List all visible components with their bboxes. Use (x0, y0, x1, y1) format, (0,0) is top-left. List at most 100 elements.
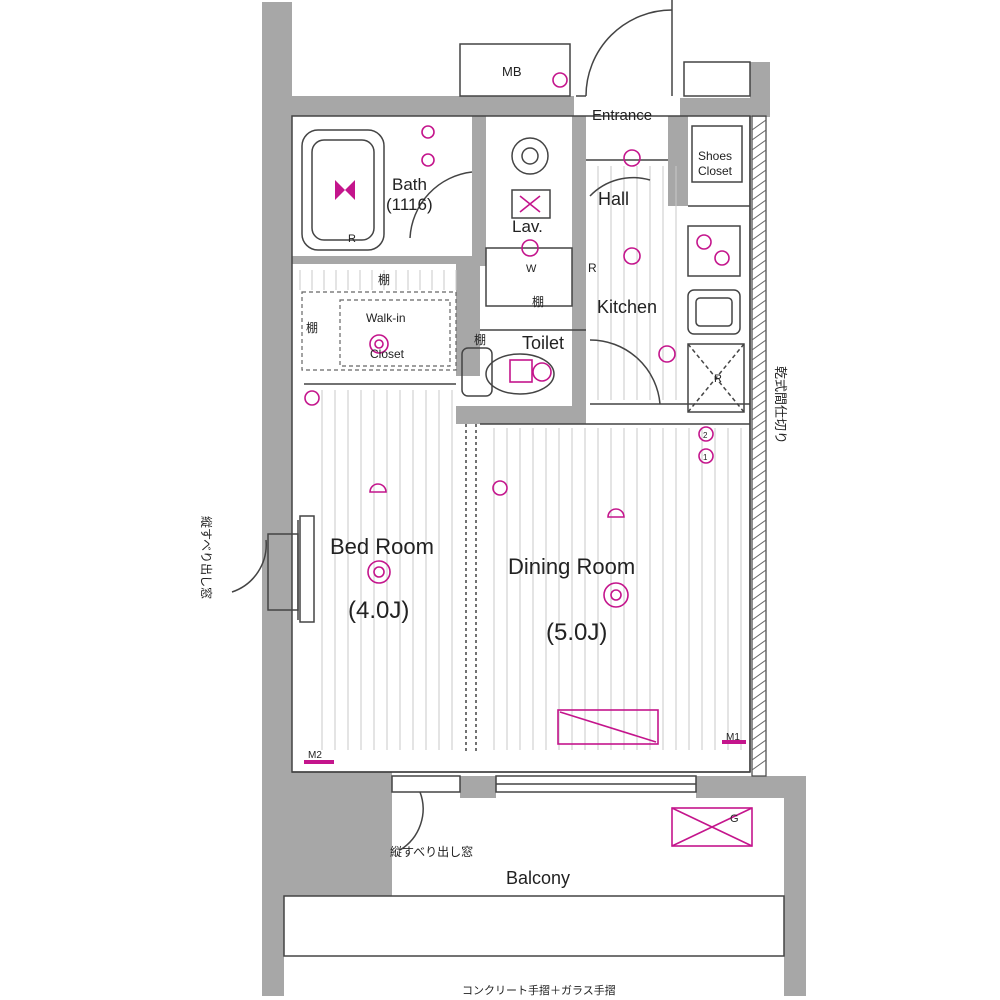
outlet-bar-icon (304, 760, 334, 764)
hatch-line (751, 379, 767, 391)
lavatory-sink (511, 137, 551, 219)
shoes-label: Shoes (698, 149, 732, 163)
walkin-label: Walk-in (366, 311, 406, 325)
hatch-line (751, 459, 767, 471)
r-marker-fridge: R (714, 373, 722, 385)
outlet-bar-icon (722, 740, 746, 744)
hatch-line (751, 269, 767, 281)
light-icon (623, 247, 641, 265)
outlet-icon (369, 483, 387, 493)
two-marker: 2 (703, 431, 708, 440)
south-east-wall (696, 776, 806, 798)
bed-room-label: Bed Room (330, 534, 434, 559)
hatch-line (751, 739, 767, 751)
burner-icon (714, 250, 730, 266)
one-marker: 1 (703, 453, 708, 462)
south-mid-wall (460, 776, 496, 798)
hatch-line (751, 469, 767, 481)
gas-heater-box (671, 807, 753, 847)
hatch-line (751, 229, 767, 241)
burner-icon (696, 234, 712, 250)
labels: Entrance Shoes Closet Bath (1116) Lav. W… (306, 107, 740, 997)
interior-outlines (291, 115, 767, 777)
switch-icon (492, 480, 508, 496)
walkin-shelf-line (301, 291, 457, 371)
ceiling-light-icon (373, 566, 385, 578)
north-wall-west (262, 96, 574, 116)
hatch-line (751, 699, 767, 711)
hatch-line (751, 569, 767, 581)
hatch-line (751, 719, 767, 731)
hatch-line (751, 219, 767, 231)
kitchen-sink (687, 289, 741, 335)
bath-vent-icon (335, 180, 355, 200)
hatch-line (751, 669, 767, 681)
hatch-line (751, 529, 767, 541)
hatch-line (751, 359, 767, 371)
hatch-line (751, 709, 767, 721)
hatch-line (751, 209, 767, 221)
hatch-line (751, 649, 767, 661)
ceiling-light-icon (603, 582, 629, 608)
fridge-space (687, 343, 745, 413)
hatch-line (751, 749, 767, 761)
toilet-vent-icon (509, 359, 533, 383)
bedroom-side-window (231, 520, 299, 620)
hatch-line (751, 429, 767, 441)
bed-size-label: (4.0J) (348, 597, 409, 624)
toilet-label: Toilet (522, 333, 564, 353)
light-icon (623, 149, 641, 167)
light-icon (521, 239, 539, 257)
hatch-line (751, 479, 767, 491)
hatch-line (751, 639, 767, 651)
balcony-label: Balcony (506, 868, 570, 888)
hall-label: Hall (598, 189, 629, 209)
hatch-line (751, 519, 767, 531)
hatch-line (751, 369, 767, 381)
partition-note: 乾式間仕切り (773, 366, 788, 444)
hatch-line (751, 409, 767, 421)
hatch-line (751, 499, 767, 511)
hatch-line (751, 399, 767, 411)
hatch-line (751, 589, 767, 601)
light-icon (532, 362, 552, 382)
toilet-south-wall (456, 406, 586, 424)
closet-label: Closet (698, 164, 733, 178)
hatch-line (751, 629, 767, 641)
hatch-line (751, 319, 767, 331)
switch-icon (552, 72, 568, 88)
hatch-line (751, 489, 767, 501)
hatch-line (751, 159, 767, 171)
light-icon (374, 339, 384, 349)
mb-box (459, 43, 571, 97)
hatch-line (751, 299, 767, 311)
outlet-icon (607, 508, 625, 518)
hatch-line (751, 309, 767, 321)
toilet-fixture (461, 347, 555, 397)
hatch-line (751, 419, 767, 431)
hatch-line (751, 169, 767, 181)
entrance-label: Entrance (592, 107, 652, 124)
hatch-line (751, 289, 767, 301)
hatch-line (751, 199, 767, 211)
hatch-line (751, 619, 767, 631)
hatch-line (751, 579, 767, 591)
bathtub (301, 129, 385, 251)
hall-door-swing (589, 176, 651, 197)
hatch-line (751, 259, 767, 271)
hatch-line (751, 179, 767, 191)
west-wall (262, 2, 292, 772)
hatch-line (751, 599, 767, 611)
hatch-line (751, 279, 767, 291)
hatch-line (751, 149, 767, 161)
shelf-label: 棚 (378, 272, 390, 287)
m2-marker: M2 (308, 750, 322, 761)
hatch-line (751, 509, 767, 521)
hatch-line (751, 249, 767, 261)
washer-area (485, 247, 573, 307)
shoes-closet-box (691, 125, 743, 183)
light-icon (421, 125, 435, 139)
g-marker: G (730, 813, 739, 825)
bath-lav-wall (472, 116, 486, 266)
hatch-line (751, 679, 767, 691)
